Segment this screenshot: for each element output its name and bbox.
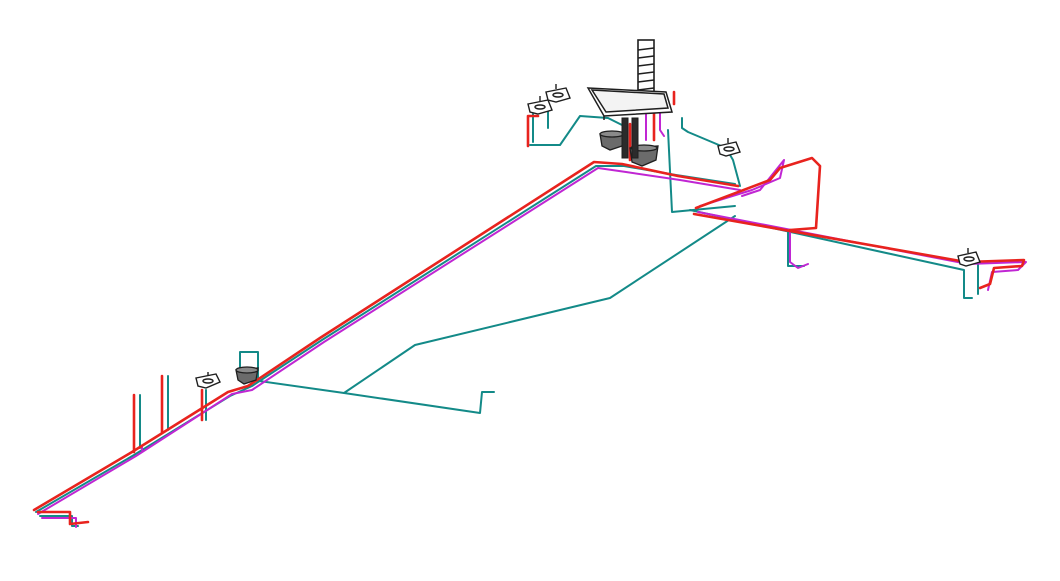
cold-water-pipe	[35, 103, 979, 527]
washbasin-far-right	[957, 248, 981, 267]
circ-right-loop	[699, 159, 785, 207]
cold-main-run	[35, 165, 736, 513]
basin-drain	[963, 256, 975, 262]
radiator-bar	[637, 55, 655, 59]
radiator-bar	[637, 47, 655, 51]
hot-right-run	[692, 212, 1026, 290]
washbasin-lower-left	[195, 372, 221, 389]
cold-bath-loop	[667, 129, 736, 213]
radiator-bar	[637, 79, 655, 83]
bathtub-rim	[590, 89, 669, 113]
radiator-bar	[637, 63, 655, 67]
hot-upper-basins	[526, 114, 540, 148]
cold-bath-riser	[681, 117, 727, 149]
bathtub	[586, 87, 673, 120]
circulation-pipe	[37, 93, 1027, 528]
toilet-lower	[235, 366, 259, 385]
basin-drain	[534, 104, 546, 110]
toilet-upper-1	[599, 130, 625, 151]
hot-water-pipe	[32, 90, 1026, 526]
toilet-seat	[599, 130, 625, 138]
towel-radiator	[637, 39, 655, 97]
cold-branch-middle	[251, 215, 736, 394]
washbasin-upper-2	[545, 84, 571, 103]
frame-post	[631, 117, 639, 159]
hot-main-run	[32, 160, 740, 512]
basin-drain	[552, 92, 564, 98]
washbasin-right-middle	[717, 138, 741, 157]
basin-drain	[202, 378, 214, 384]
cold-riser-toilet-1	[239, 351, 259, 381]
toilet-seat	[235, 366, 259, 374]
radiator-bar	[637, 71, 655, 75]
circ-main-run	[37, 167, 741, 515]
cold-lower-drop	[787, 231, 805, 267]
circ-lower-drop	[789, 229, 809, 269]
cold-right-run	[689, 209, 973, 299]
cold-branch-stub	[343, 391, 495, 414]
frame-post	[621, 117, 629, 159]
hot-main-lower	[36, 510, 90, 526]
basin-drain	[723, 146, 735, 152]
toilet-installation-frame	[621, 117, 639, 159]
radiator-bar	[637, 87, 655, 91]
hot-right-loop	[694, 156, 822, 232]
washbasin-upper-1	[527, 96, 553, 115]
cold-branch-upper-basins	[529, 115, 625, 146]
